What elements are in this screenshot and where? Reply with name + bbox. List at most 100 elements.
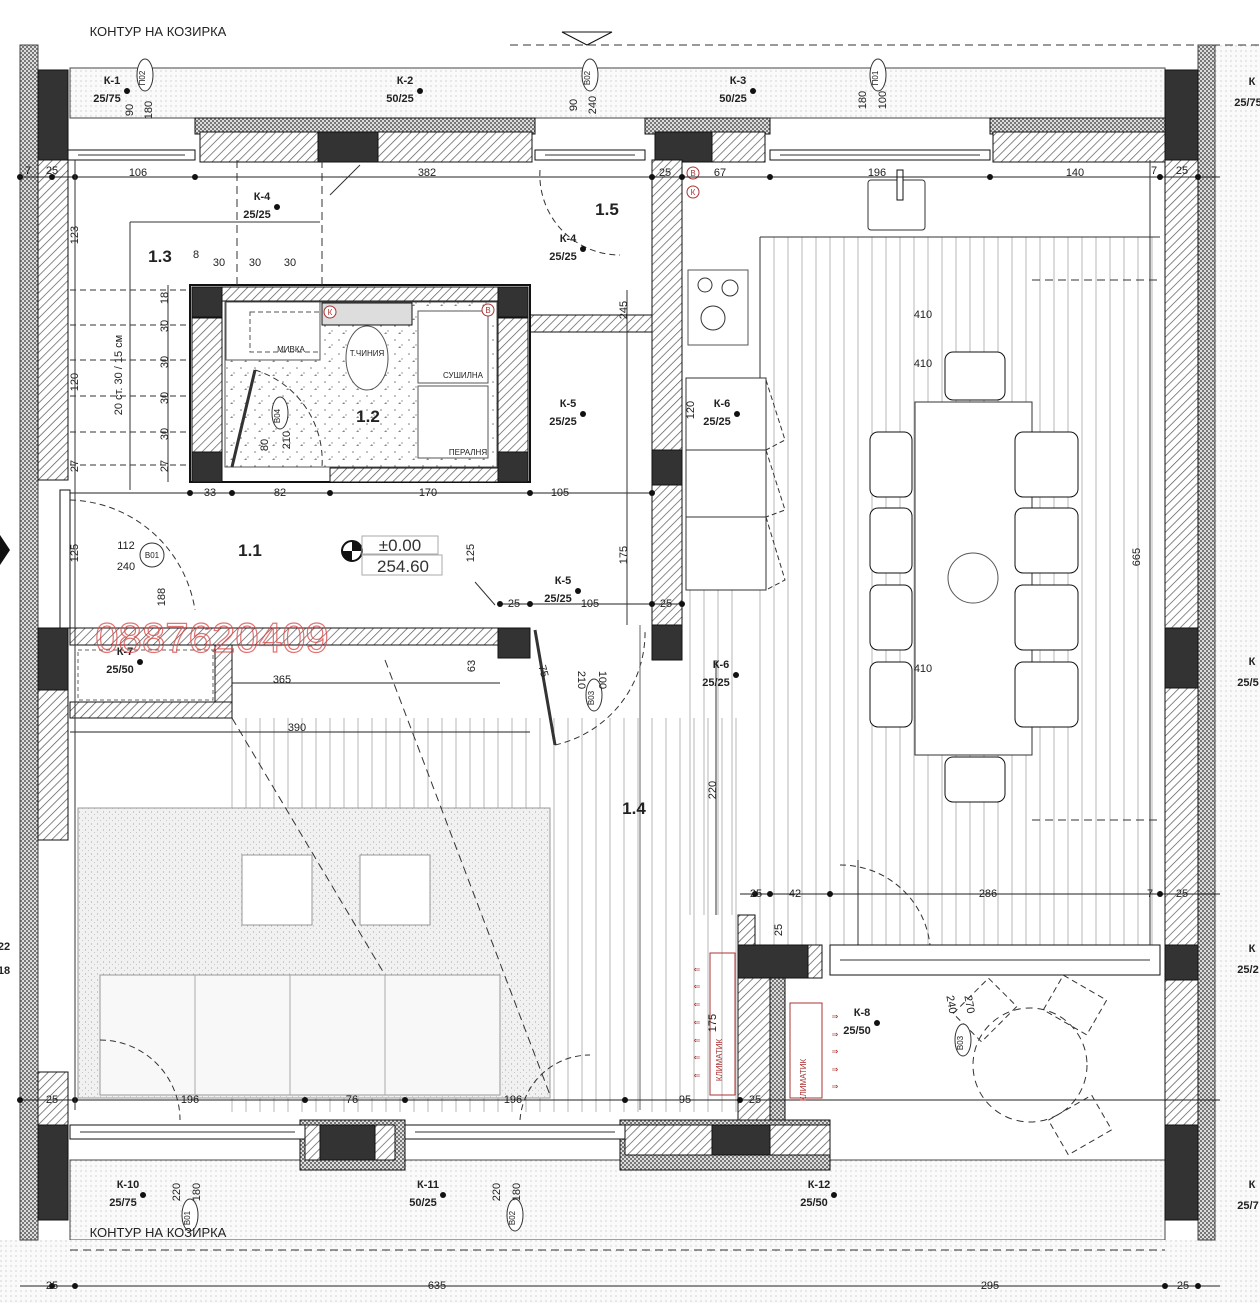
dimension-value: 25	[773, 924, 785, 936]
canopy-top	[69, 67, 1166, 119]
column-k4	[191, 451, 223, 483]
patio-chair	[1042, 974, 1108, 1036]
column-size: 25/25	[702, 677, 730, 689]
level-box	[361, 535, 439, 555]
opening-dimension: 210	[281, 431, 293, 449]
bath-wall	[497, 317, 529, 453]
stair-arrow-line	[329, 164, 361, 196]
washer	[417, 385, 489, 459]
dimension-value: 8	[193, 249, 199, 261]
dimension-value: 286	[979, 888, 997, 900]
dining-table	[914, 401, 1033, 756]
wall-right	[1164, 979, 1199, 1126]
bath-door-leaf	[230, 369, 257, 468]
edge-partial-label: 25/75	[1234, 97, 1260, 109]
marker-b-icon	[686, 185, 700, 199]
opening-tag-bubble	[954, 1023, 972, 1057]
column-k5	[497, 627, 531, 659]
dimension-value: 125	[465, 544, 477, 562]
opening-tag: В02	[583, 70, 592, 85]
fixture-label-ac_2: КЛИМАТИК	[799, 1059, 808, 1102]
dimension-tick	[49, 174, 55, 180]
opening-tag-bubble	[136, 58, 154, 92]
chair	[869, 661, 913, 728]
toilet-tank	[321, 302, 413, 326]
wall-top	[992, 131, 1166, 163]
door-swing	[99, 1039, 181, 1121]
column-label: К-2	[397, 75, 414, 87]
marker-letter: В	[485, 306, 490, 315]
wall-top	[377, 131, 533, 163]
edge-partial-label: К	[1249, 1179, 1256, 1191]
opening-dimension: 180	[857, 91, 869, 109]
opening-tag: В01	[183, 1210, 192, 1225]
dimension-tick	[527, 490, 533, 496]
dimension-value: 33	[204, 487, 216, 499]
chair	[869, 507, 913, 574]
column-marker-icon	[140, 1192, 146, 1198]
column-k6b	[651, 624, 683, 661]
marker-k-icon	[323, 305, 337, 319]
column-label: К-12	[808, 1179, 831, 1191]
dimension-value: 25	[46, 1094, 58, 1106]
column-label: К-7	[117, 646, 134, 658]
level-box	[361, 554, 443, 576]
bath-wall	[329, 467, 499, 483]
sofa	[99, 974, 501, 1096]
dimension-value: 25	[46, 1280, 58, 1292]
dimension-value: 7	[25, 165, 31, 177]
opening-tag: П02	[138, 70, 147, 85]
dimension-tick	[1157, 174, 1163, 180]
marker-b-icon	[481, 303, 495, 317]
dimension-tick	[827, 891, 833, 897]
dimension-value: 120	[685, 401, 697, 419]
room-number: 1.1	[238, 541, 262, 560]
dimension-value: 25	[46, 165, 58, 177]
column-k10	[37, 1124, 69, 1221]
column-marker-icon	[580, 411, 586, 417]
column-marker-icon	[137, 659, 143, 665]
opening-dimension: 112	[117, 540, 135, 552]
table-centerpiece	[947, 552, 999, 604]
interior-wall	[651, 159, 683, 451]
opening-tag-bubble	[181, 1198, 199, 1232]
dimension-tick	[527, 601, 533, 607]
dimension-tick	[1162, 1283, 1168, 1289]
dimension-value: 25	[508, 598, 520, 610]
column-right	[1164, 69, 1199, 161]
chair	[869, 584, 913, 651]
column-label: К-1	[104, 75, 121, 87]
dimension-value: 635	[428, 1280, 446, 1292]
opening-dimension: 90	[124, 104, 136, 116]
column-size: 25/75	[93, 93, 121, 105]
opening-dimension: 180	[191, 1183, 203, 1201]
dimension-value: 25	[749, 1094, 761, 1106]
column-label: К-6	[713, 659, 730, 671]
opening-dimension: 100	[877, 91, 889, 109]
marker-letter: К	[328, 308, 333, 317]
ac-airflow-icon: ⇐	[694, 1053, 701, 1062]
chair	[869, 431, 913, 498]
column-marker-icon	[124, 88, 130, 94]
door-swing	[554, 629, 646, 746]
ottoman	[359, 854, 431, 926]
dimension-tick	[1157, 891, 1163, 897]
level-value: ±0.00	[379, 536, 421, 555]
stair-note: 20 ст. 30 / 15 см	[113, 335, 125, 415]
column-size: 25/25	[549, 416, 577, 428]
column-marker-icon	[440, 1192, 446, 1198]
stair-rail-area	[77, 649, 214, 701]
opening-tag-bubble	[869, 58, 887, 92]
dimension-value: 25	[750, 888, 762, 900]
column-k4	[497, 286, 529, 318]
dimension-tick	[679, 174, 685, 180]
chair	[944, 756, 1006, 803]
ac-airflow-icon: ⇐	[694, 965, 701, 974]
chair	[944, 351, 1006, 401]
chair	[1014, 431, 1079, 498]
marker-k-icon	[686, 166, 700, 180]
dimension-tick	[229, 490, 235, 496]
wall-left	[37, 159, 69, 481]
edge-partial-label: 18	[0, 965, 10, 977]
wall	[624, 1124, 713, 1156]
